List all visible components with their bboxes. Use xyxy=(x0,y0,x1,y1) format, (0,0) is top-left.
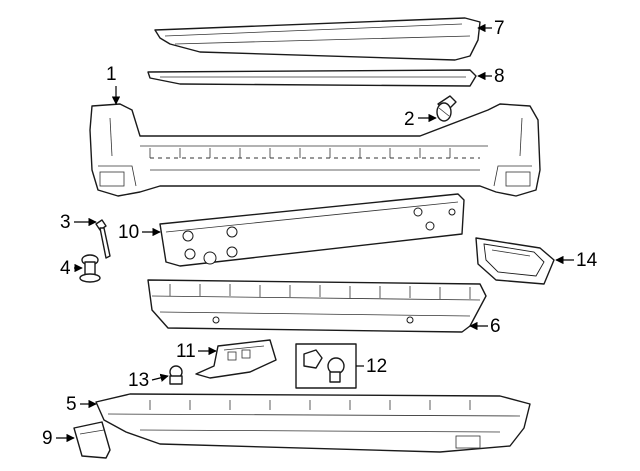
part-9-end-cap xyxy=(73,421,111,459)
svg-text:3: 3 xyxy=(60,212,71,233)
callout-6: 6 xyxy=(469,316,501,337)
part-4-rivet xyxy=(79,254,101,283)
svg-text:12: 12 xyxy=(366,356,387,377)
part-11-bracket xyxy=(195,339,277,379)
callout-12: 12 xyxy=(356,356,387,377)
callout-5: 5 xyxy=(66,394,97,415)
svg-text:6: 6 xyxy=(490,316,501,337)
callout-3: 3 xyxy=(60,212,97,233)
part-8-trim-strip xyxy=(147,69,477,87)
part-3-screw xyxy=(95,219,111,259)
svg-text:14: 14 xyxy=(576,250,598,271)
callout-9: 9 xyxy=(42,428,75,449)
callout-2: 2 xyxy=(404,109,437,130)
part-7-spoiler xyxy=(154,17,481,61)
callout-8: 8 xyxy=(477,66,505,87)
callout-4: 4 xyxy=(60,258,83,279)
svg-text:11: 11 xyxy=(176,341,196,362)
svg-text:7: 7 xyxy=(494,18,505,39)
part-14-bezel xyxy=(475,237,555,285)
part-12-fastener-kit xyxy=(295,343,357,389)
svg-text:9: 9 xyxy=(42,428,53,449)
svg-text:4: 4 xyxy=(60,258,71,279)
svg-text:2: 2 xyxy=(404,109,415,130)
callout-13: 13 xyxy=(128,370,169,391)
svg-text:8: 8 xyxy=(494,66,505,87)
callout-11: 11 xyxy=(176,341,217,362)
svg-text:13: 13 xyxy=(128,370,149,391)
callout-1: 1 xyxy=(106,64,121,105)
svg-text:5: 5 xyxy=(66,394,77,415)
callout-7: 7 xyxy=(477,18,505,39)
callout-14: 14 xyxy=(555,250,598,271)
svg-text:10: 10 xyxy=(118,222,139,243)
part-5-lower-valance xyxy=(95,393,531,453)
part-2-push-pin xyxy=(436,95,457,122)
part-10-reinforcement-beam xyxy=(159,193,465,267)
callout-10: 10 xyxy=(118,222,161,243)
part-6-absorber xyxy=(147,279,487,333)
svg-text:1: 1 xyxy=(106,64,117,85)
part-1-bumper-cover xyxy=(89,103,541,197)
part-13-clip xyxy=(169,365,183,385)
